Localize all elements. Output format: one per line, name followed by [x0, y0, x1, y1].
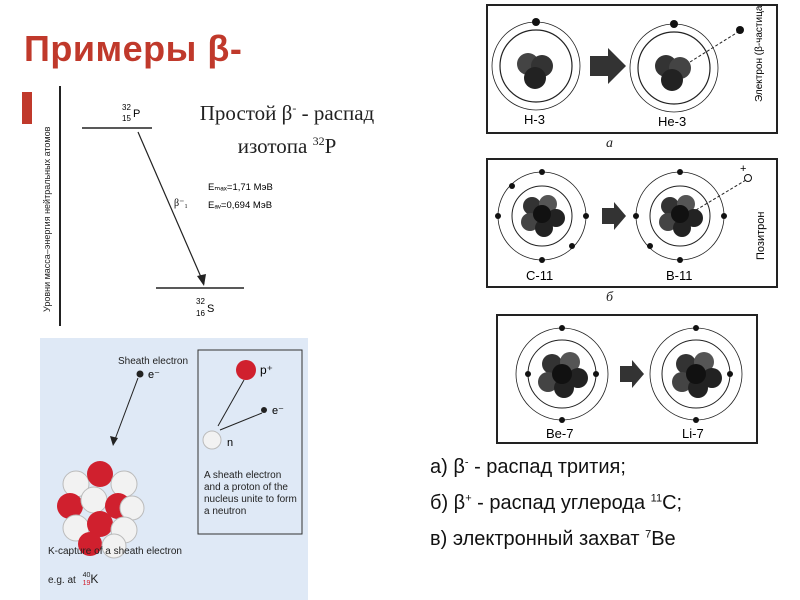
positron-plus: +	[740, 163, 746, 175]
panel-c-graphic: Be-7 Li-7	[515, 325, 743, 441]
he3-electron	[670, 20, 678, 28]
electron-dot	[136, 370, 144, 378]
beta-particle-track	[689, 31, 739, 63]
decay-arrowhead	[197, 274, 206, 286]
electron-arrow	[219, 412, 263, 431]
h3-label: H-3	[524, 112, 545, 127]
panel-c-arrow	[620, 360, 644, 388]
b11-label: B-11	[666, 268, 693, 283]
explanation-text: A sheath electron and a proton of the nu…	[204, 470, 297, 517]
c11-electrons	[495, 169, 589, 263]
electron-symbol: e⁻	[148, 369, 160, 381]
p32-decay-diagram: Уровни масса–энергия нейтральных атомов …	[42, 86, 273, 326]
panel-a-letter: а	[606, 136, 613, 151]
y-axis-label: Уровни масса–энергия нейтральных атомов	[42, 126, 52, 312]
h3-electron	[532, 18, 540, 26]
h3-nucleus	[517, 53, 553, 89]
decay-arrow	[137, 131, 205, 285]
panel-b-arrow	[602, 202, 626, 230]
beta-particle	[736, 26, 744, 34]
electron-dot-2	[261, 407, 267, 413]
he3-nucleus	[655, 55, 691, 91]
k-capture-illustration: Sheath electron e⁻ p⁺ e⁻ n A sheath elec	[40, 338, 308, 600]
li7-label: Li-7	[682, 426, 704, 441]
c11-label: C-11	[526, 268, 553, 283]
be7-electrons	[525, 325, 599, 423]
b11-electrons	[633, 169, 727, 263]
proton-arrow	[217, 379, 245, 427]
electron-symbol-2: e⁻	[272, 405, 284, 417]
b11-nucleus	[659, 195, 703, 237]
capture-arrow	[113, 377, 139, 443]
parent-mass: 32	[122, 103, 131, 112]
list-item-b: б) β+ - распад углерода 11С;	[430, 492, 683, 514]
proton-symbol: p⁺	[260, 363, 273, 377]
nucleus	[57, 461, 145, 559]
panel-b-carbon-decay: + Позитрон C-11 B-11	[486, 158, 778, 288]
p32-caption-line1: Простой β- - распад	[199, 101, 375, 125]
kcapture-example: e.g. at 40 19 K	[48, 572, 99, 588]
parent-symbol: P	[133, 108, 140, 120]
positron	[744, 174, 752, 182]
proton-ball	[236, 360, 256, 380]
panel-a-tritium-decay: Электрон (β-частица) H-3 He-3	[486, 2, 778, 134]
sheath-electron-label: Sheath electron	[118, 356, 188, 367]
emax-label: Eₘₐₓ=1,71 МэВ	[208, 182, 273, 193]
daughter-z: 16	[196, 309, 205, 318]
be7-nucleus	[538, 352, 588, 398]
k-capture-graphic: Sheath electron e⁻ p⁺ e⁻ n	[57, 349, 303, 559]
parent-z: 15	[122, 114, 131, 123]
panel-b-particle-label: Позитрон	[755, 212, 767, 260]
slide-title: Примеры β-	[24, 28, 243, 69]
neutron-ball	[202, 430, 222, 450]
p32-caption: Простой β- - распад изотопа 32Р	[172, 94, 402, 160]
panel-c-electron-capture: Be-7 Li-7	[496, 314, 758, 444]
he3-orbit	[637, 31, 711, 105]
li7-nucleus	[672, 352, 722, 398]
he3-label: He-3	[658, 114, 686, 129]
be7-label: Be-7	[546, 426, 573, 441]
panel-b-letter: б	[606, 290, 614, 305]
list-item-c: в) электронный захват 7Ве	[430, 528, 676, 550]
neutron-symbol: n	[227, 437, 233, 449]
daughter-symbol: S	[207, 303, 214, 315]
p32-caption-line2: изотопа 32Р	[237, 134, 337, 158]
c11-nucleus	[521, 195, 565, 237]
explanation-box	[197, 349, 303, 535]
panel-a-arrow	[590, 48, 626, 84]
list-item-a: а) β- - распад трития;	[430, 456, 626, 478]
daughter-mass: 32	[196, 297, 205, 306]
panel-a-graphic: Электрон (β-частица) H-3 He-3	[491, 2, 765, 129]
eav-label: Eₐᵥ=0,694 МэВ	[208, 200, 272, 211]
positron-track	[695, 179, 747, 211]
kcapture-caption: K-capture of a sheath electron	[48, 546, 182, 557]
h3-orbit	[499, 29, 573, 103]
panel-a-particle-label: Электрон (β-частица)	[754, 6, 765, 102]
capture-arrowhead	[110, 436, 118, 446]
title-accent-bar	[22, 92, 32, 124]
li7-electrons	[693, 325, 733, 423]
transition-label: β⁻₁	[174, 198, 188, 209]
panel-b-graphic: + Позитрон C-11 B-11	[495, 163, 767, 283]
